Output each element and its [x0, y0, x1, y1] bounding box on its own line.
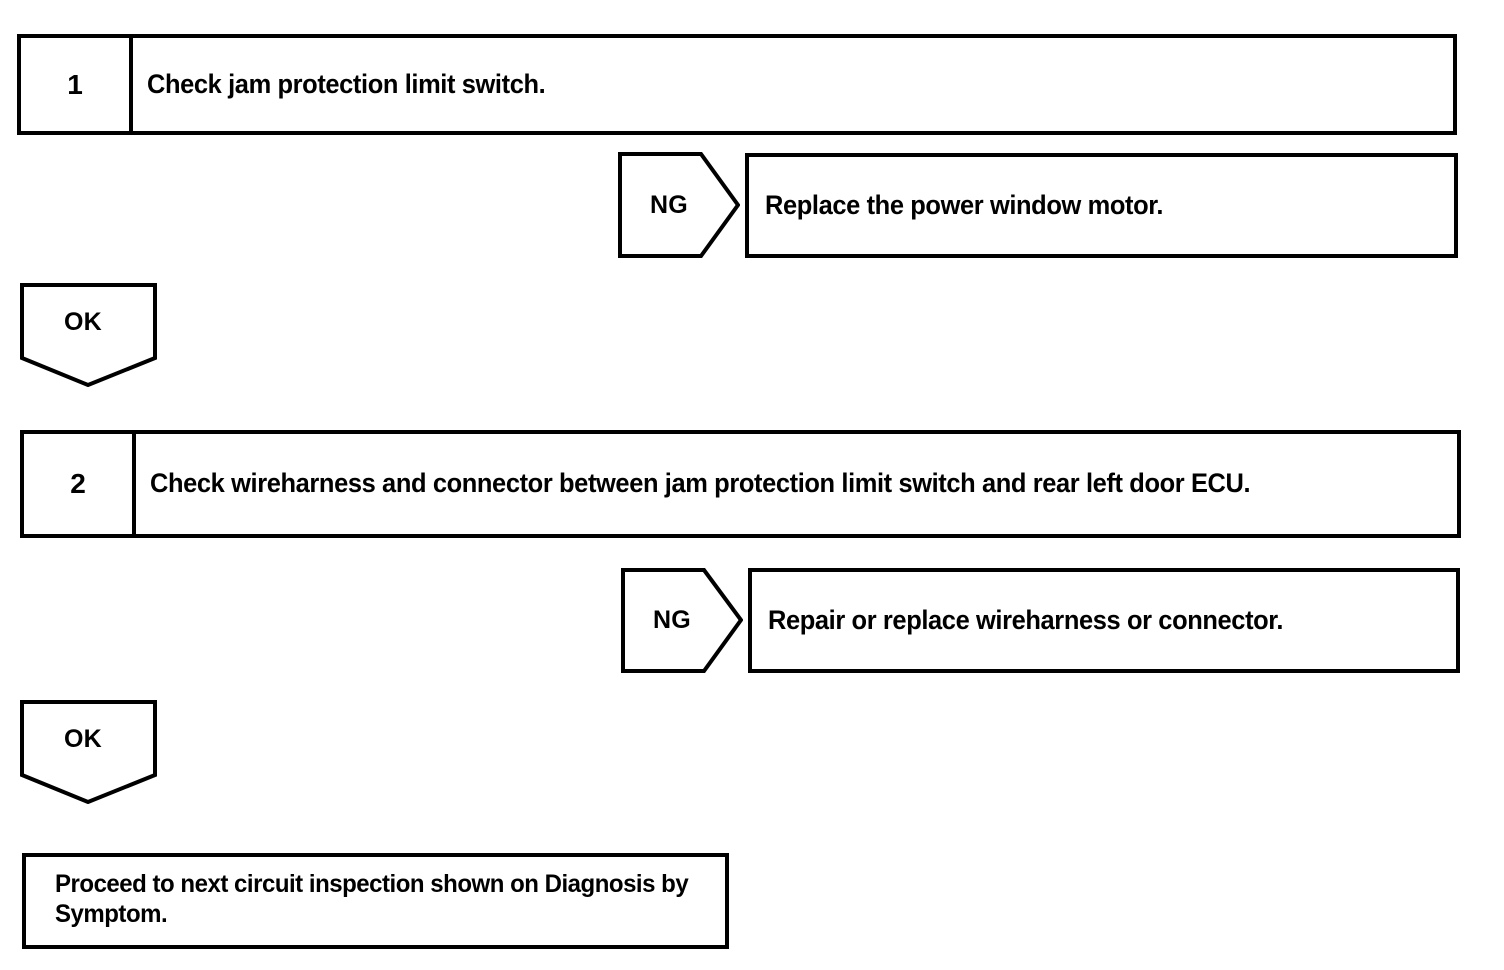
- ng-action-box-1[interactable]: Replace the power window motor.: [745, 153, 1458, 258]
- step-instruction-cell-1: Check jam protection limit switch.: [133, 38, 1453, 131]
- step-number-cell-2: 2: [24, 434, 136, 534]
- ok-connector-1: [20, 283, 157, 387]
- ok-pentagon-icon: [20, 700, 157, 804]
- ng-action-text-1: Replace the power window motor.: [765, 189, 1164, 220]
- step-box-2[interactable]: 2 Check wireharness and connector betwee…: [20, 430, 1461, 538]
- ng-connector-2: [621, 568, 743, 673]
- step-box-1[interactable]: 1 Check jam protection limit switch.: [17, 34, 1457, 135]
- ng-action-box-2[interactable]: Repair or replace wireharness or connect…: [748, 568, 1460, 673]
- ng-pentagon-icon: [621, 568, 743, 673]
- ng-pentagon-icon: [618, 152, 740, 258]
- step-number-1: 1: [67, 68, 83, 100]
- ng-label-1: NG: [650, 191, 688, 219]
- step-number-cell-1: 1: [21, 38, 133, 131]
- step-instruction-cell-2: Check wireharness and connector between …: [136, 434, 1457, 534]
- step-number-2: 2: [70, 468, 86, 499]
- ng-connector-1: [618, 152, 740, 258]
- step-instruction-1: Check jam protection limit switch.: [147, 68, 546, 99]
- ok-pentagon-icon: [20, 283, 157, 387]
- ok-label-1: OK: [64, 308, 102, 336]
- ok-label-2: OK: [64, 725, 102, 753]
- terminal-box[interactable]: Proceed to next circuit inspection shown…: [22, 853, 729, 949]
- step-instruction-2: Check wireharness and connector between …: [150, 468, 1251, 499]
- terminal-text: Proceed to next circuit inspection shown…: [55, 870, 689, 928]
- ok-connector-2: [20, 700, 157, 804]
- ng-label-2: NG: [653, 606, 691, 634]
- ng-action-text-2: Repair or replace wireharness or connect…: [768, 604, 1284, 635]
